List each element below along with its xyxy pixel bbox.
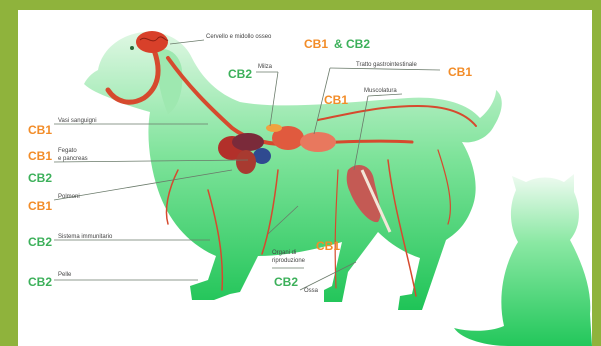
label-vasi: Vasi sanguigni <box>58 118 97 124</box>
tag-pelle: CB2 <box>28 275 52 289</box>
label-pelle: Pelle <box>58 272 72 278</box>
label-milza: Milza <box>258 64 273 70</box>
diagram-canvas: Cervello e midollo osseo CB1 & CB2 CB2 M… <box>18 10 592 346</box>
tag-cervello-cb2: CB2 <box>346 37 370 51</box>
intestine <box>300 132 336 152</box>
tag-fegato-cb1: CB1 <box>28 149 52 163</box>
liver <box>232 133 264 151</box>
tag-fegato-cb2: CB2 <box>28 171 52 185</box>
label-ossa: Ossa <box>304 288 319 294</box>
cat-silhouette <box>454 174 592 346</box>
tag-vasi: CB1 <box>28 123 52 137</box>
label-muscolatura: Muscolatura <box>364 88 397 94</box>
tag-muscolatura: CB1 <box>324 93 348 107</box>
label-fegato-1: Fegato <box>58 148 77 154</box>
lung <box>236 150 256 174</box>
tag-immunitario: CB2 <box>28 235 52 249</box>
tag-polmoni: CB1 <box>28 199 52 213</box>
label-polmoni: Polmoni <box>58 194 80 200</box>
tag-cervello-cb1: CB1 <box>304 37 328 51</box>
label-cervello: Cervello e midollo osseo <box>206 34 272 40</box>
tag-ossa: CB2 <box>274 275 298 289</box>
spleen <box>266 124 282 132</box>
tag-milza: CB2 <box>228 67 252 81</box>
label-tratto: Tratto gastrointestinale <box>356 62 417 68</box>
label-riproduzione-1: Organi di <box>272 250 296 256</box>
label-immunitario: Sistema immunitario <box>58 234 113 240</box>
diagram-panel: Cervello e midollo osseo CB1 & CB2 CB2 M… <box>18 10 592 346</box>
brain <box>136 31 168 53</box>
label-riproduzione-2: riproduzione <box>272 258 306 264</box>
dog-eye <box>130 46 134 50</box>
tag-riproduzione: CB1 <box>316 239 340 253</box>
tag-tratto: CB1 <box>448 65 472 79</box>
label-fegato-2: e pancreas <box>58 156 88 162</box>
tag-cervello-amp: & <box>334 37 343 51</box>
